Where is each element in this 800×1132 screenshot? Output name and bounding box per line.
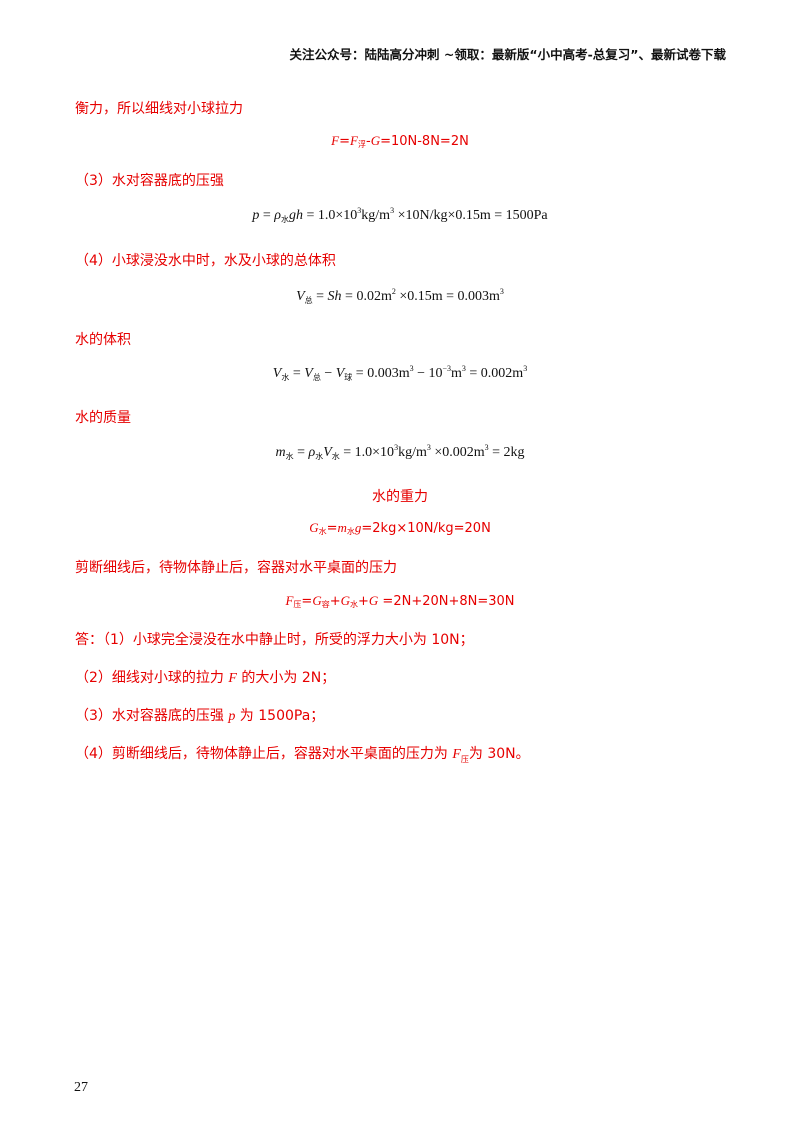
- equation-water-volume: V水 = V总 − V球 = 0.003m3 − 10−3m3 = 0.002m…: [272, 364, 528, 382]
- text-line: （4）小球浸没水中时，水及小球的总体积: [75, 253, 336, 269]
- text-line-centered: 水的重力: [372, 489, 428, 505]
- text-line: 水的体积: [75, 332, 131, 348]
- equation-water-mass: m水 = ρ水V水 = 1.0×103kg/m3 ×0.002m3 = 2kg: [275, 443, 525, 461]
- text-line: 剪断细线后，待物体静止后，容器对水平桌面的压力: [75, 560, 397, 576]
- equation-tension: F=F浮-G=10N-8N=2N: [331, 133, 469, 149]
- text-line: 衡力，所以细线对小球拉力: [75, 101, 243, 117]
- equation-pressure-force: F压=G容+G水+G =2N+20N+8N=30N: [285, 593, 515, 609]
- answer-line-4: （4）剪断细线后，待物体静止后，容器对水平桌面的压力为 F压为 30N。: [75, 746, 530, 764]
- answer-line-3: （3）水对容器底的压强 p 为 1500Pa；: [75, 708, 325, 724]
- text-line: （3）水对容器底的压强: [75, 173, 224, 189]
- answer-line-2: （2）细线对小球的拉力 F 的大小为 2N；: [75, 670, 336, 686]
- equation-pressure: p = ρ水gh = 1.0×103kg/m3 ×10N/kg×0.15m = …: [252, 206, 548, 224]
- text-line: 水的质量: [75, 410, 131, 426]
- answer-line-1: 答：（1）小球完全浸没在水中静止时，所受的浮力大小为 10N；: [75, 632, 474, 648]
- equation-water-weight: G水=m水g=2kg×10N/kg=20N: [309, 520, 491, 536]
- page-header: 关注公众号：陆陆高分冲刺 ~领取：最新版“小中高考-总复习”、最新试卷下载: [289, 47, 726, 62]
- page-number: 27: [74, 1080, 88, 1095]
- equation-total-volume: V总 = Sh = 0.02m2 ×0.15m = 0.003m3: [296, 287, 504, 305]
